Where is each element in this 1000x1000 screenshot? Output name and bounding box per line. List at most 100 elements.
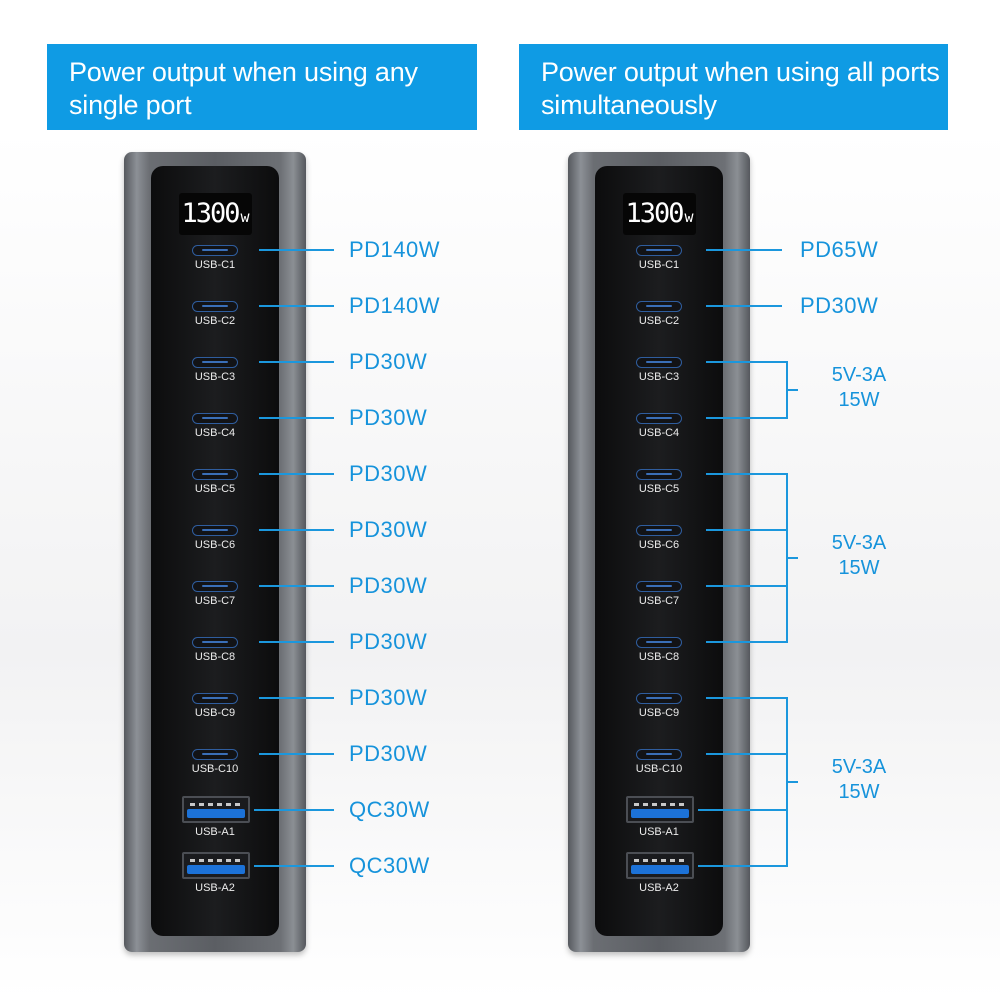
display-value: 1300 (181, 198, 240, 229)
usb-c-port[interactable] (192, 637, 238, 648)
display-unit: w (240, 208, 250, 226)
usb-c-port[interactable] (192, 525, 238, 536)
port-label: USB-C10 (191, 763, 239, 775)
usb-c-port[interactable] (636, 301, 682, 312)
connector-line (698, 809, 788, 811)
usb-c-port[interactable] (636, 357, 682, 368)
connector-line (259, 305, 334, 307)
usb-c-port[interactable] (636, 637, 682, 648)
port-label: USB-A1 (195, 826, 235, 838)
group-voltage: 5V-3A (831, 364, 887, 386)
connector-line (259, 473, 334, 475)
connector-line (706, 305, 782, 307)
port-label: USB-C6 (638, 539, 680, 551)
usb-c-port[interactable] (192, 581, 238, 592)
usb-c-port[interactable] (636, 693, 682, 704)
connector-line (706, 753, 788, 755)
usb-a-port[interactable] (626, 796, 694, 823)
power-rating-label: QC30W (349, 797, 430, 822)
port-label: USB-C8 (194, 651, 236, 663)
usb-c-port[interactable] (192, 245, 238, 256)
power-rating-label: PD30W (349, 685, 428, 710)
connector-line (706, 697, 788, 699)
port-label: USB-C5 (194, 483, 236, 495)
connector-line (259, 361, 334, 363)
port-label: USB-C1 (638, 259, 680, 271)
connector-line (706, 641, 788, 643)
port-label: USB-C2 (194, 315, 236, 327)
port-label: USB-C7 (638, 595, 680, 607)
group-power-label: 5V-3A 15W (819, 755, 899, 805)
power-rating-label: PD30W (349, 461, 428, 486)
connector-line (254, 865, 334, 867)
port-label: USB-C8 (638, 651, 680, 663)
connector-line (259, 529, 334, 531)
group-voltage: 5V-3A (831, 532, 887, 554)
connector-line (706, 585, 788, 587)
usb-c-port[interactable] (636, 749, 682, 760)
connector-line (706, 529, 788, 531)
display-value: 1300 (625, 198, 684, 229)
port-label: USB-C4 (194, 427, 236, 439)
usb-a-port[interactable] (182, 852, 250, 879)
power-rating-label: QC30W (349, 853, 430, 878)
usb-c-port[interactable] (192, 749, 238, 760)
all-ports-banner: Power output when using all ports simult… (519, 44, 948, 130)
port-label: USB-A2 (639, 882, 679, 894)
group-wattage: 15W (838, 557, 880, 579)
connector-line (259, 753, 334, 755)
power-rating-label: PD65W (800, 237, 879, 262)
group-voltage: 5V-3A (831, 756, 887, 778)
usb-a-port[interactable] (626, 852, 694, 879)
connector-line (706, 417, 788, 419)
power-rating-label: PD30W (349, 349, 428, 374)
port-label: USB-C4 (638, 427, 680, 439)
port-label: USB-C10 (635, 763, 683, 775)
port-label: USB-C2 (638, 315, 680, 327)
port-label: USB-C9 (194, 707, 236, 719)
power-rating-label: PD30W (349, 517, 428, 542)
power-rating-label: PD30W (349, 405, 428, 430)
usb-c-port[interactable] (192, 693, 238, 704)
connector-line (259, 697, 334, 699)
display-unit: w (684, 208, 694, 226)
usb-c-port[interactable] (636, 413, 682, 424)
port-label: USB-C3 (194, 371, 236, 383)
port-label: USB-C6 (194, 539, 236, 551)
power-rating-label: PD30W (349, 573, 428, 598)
connector-line (706, 361, 788, 363)
connector-line (259, 585, 334, 587)
connector-line (706, 249, 782, 251)
port-label: USB-A1 (639, 826, 679, 838)
group-power-label: 5V-3A 15W (819, 531, 899, 581)
connector-line (254, 809, 334, 811)
power-rating-label: PD30W (349, 629, 428, 654)
bracket-stub (786, 389, 798, 391)
connector-line (259, 641, 334, 643)
usb-c-port[interactable] (636, 245, 682, 256)
usb-c-port[interactable] (636, 469, 682, 480)
single-port-banner: Power output when using any single port (47, 44, 477, 130)
usb-c-port[interactable] (192, 413, 238, 424)
usb-c-port[interactable] (636, 581, 682, 592)
usb-c-port[interactable] (192, 357, 238, 368)
bracket-stub (786, 557, 798, 559)
port-label: USB-A2 (195, 882, 235, 894)
usb-c-port[interactable] (636, 525, 682, 536)
port-label: USB-C1 (194, 259, 236, 271)
power-rating-label: PD30W (800, 293, 879, 318)
usb-c-port[interactable] (192, 469, 238, 480)
power-rating-label: PD140W (349, 237, 441, 262)
usb-a-port[interactable] (182, 796, 250, 823)
port-label: USB-C9 (638, 707, 680, 719)
connector-line (259, 249, 334, 251)
connector-line (259, 417, 334, 419)
usb-c-port[interactable] (192, 301, 238, 312)
group-wattage: 15W (838, 781, 880, 803)
